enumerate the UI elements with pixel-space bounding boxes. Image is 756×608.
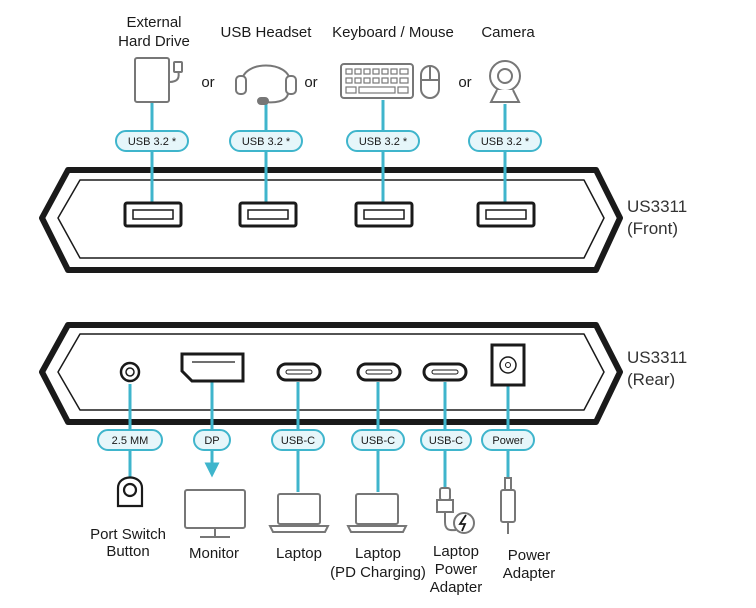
front-port-tag-1: USB 3.2 * <box>128 136 177 148</box>
or-label-3: or <box>458 74 471 91</box>
rear-port-dp <box>180 352 245 383</box>
port-switch-button-icon <box>116 476 144 508</box>
device-label-laptop-pd-line2: (PD Charging) <box>330 564 426 581</box>
rear-title-side: (Rear) <box>627 370 675 389</box>
rear-port-tags: 2.5 MM DP USB-C USB-C USB-C Power <box>97 429 535 451</box>
front-port-tag-3: USB 3.2 * <box>359 136 408 148</box>
device-label-laptop: Laptop <box>276 545 322 562</box>
rear-port-tag-usbc-1: USB-C <box>281 435 315 447</box>
front-title-side: (Front) <box>627 219 678 238</box>
keyboard-mouse-icon <box>340 63 440 99</box>
front-title-model: US3311 <box>627 197 687 216</box>
device-label-camera: Camera <box>481 24 535 41</box>
device-label-power-line2: Adapter <box>503 565 556 582</box>
hard-drive-icon <box>134 57 183 103</box>
or-label-2: or <box>304 74 317 91</box>
rear-port-tag-2-5mm: 2.5 MM <box>112 435 149 447</box>
or-label-1: or <box>201 74 214 91</box>
rear-port-tag-dp: DP <box>204 435 219 447</box>
power-adapter-icon <box>436 487 475 534</box>
front-panel <box>39 167 623 273</box>
device-label-hard-drive-line2: Hard Drive <box>118 33 190 50</box>
front-port-tag-2: USB 3.2 * <box>242 136 291 148</box>
device-label-laptop-pd-line1: Laptop <box>355 545 401 562</box>
laptop-icon <box>268 493 330 533</box>
rear-port-tag-usbc-2: USB-C <box>361 435 395 447</box>
device-label-port-switch-line1: Port Switch <box>90 526 166 543</box>
device-label-headset: USB Headset <box>221 24 313 41</box>
headset-icon <box>235 64 297 105</box>
monitor-icon <box>184 489 246 538</box>
device-label-power-adapter-line2: Power <box>435 561 478 578</box>
device-label-power-line1: Power <box>508 547 551 564</box>
rear-port-tag-usbc-3: USB-C <box>429 435 463 447</box>
rear-title-model: US3311 <box>627 348 687 367</box>
device-label-port-switch-line2: Button <box>106 543 149 560</box>
front-port-tags: USB 3.2 * USB 3.2 * USB 3.2 * USB 3.2 * <box>115 130 542 152</box>
front-device-labels: External Hard Drive USB Headset Keyboard… <box>118 14 535 91</box>
front-port-tag-4: USB 3.2 * <box>481 136 530 148</box>
rear-ports <box>119 343 526 387</box>
rear-port-tag-power: Power <box>492 435 524 447</box>
device-label-power-adapter-line3: Adapter <box>430 579 483 596</box>
laptop-charging-icon <box>346 493 408 533</box>
rear-device-labels: Port Switch Button Monitor Laptop Laptop… <box>90 526 555 596</box>
camera-icon <box>489 60 521 103</box>
front-usb-ports <box>123 201 536 228</box>
device-label-keyboard-mouse: Keyboard / Mouse <box>332 24 454 41</box>
device-label-monitor: Monitor <box>189 545 239 562</box>
rear-panel <box>39 322 623 425</box>
device-label-power-adapter-line1: Laptop <box>433 543 479 560</box>
device-label-hard-drive-line1: External <box>126 14 181 31</box>
power-plug-icon <box>500 477 516 534</box>
